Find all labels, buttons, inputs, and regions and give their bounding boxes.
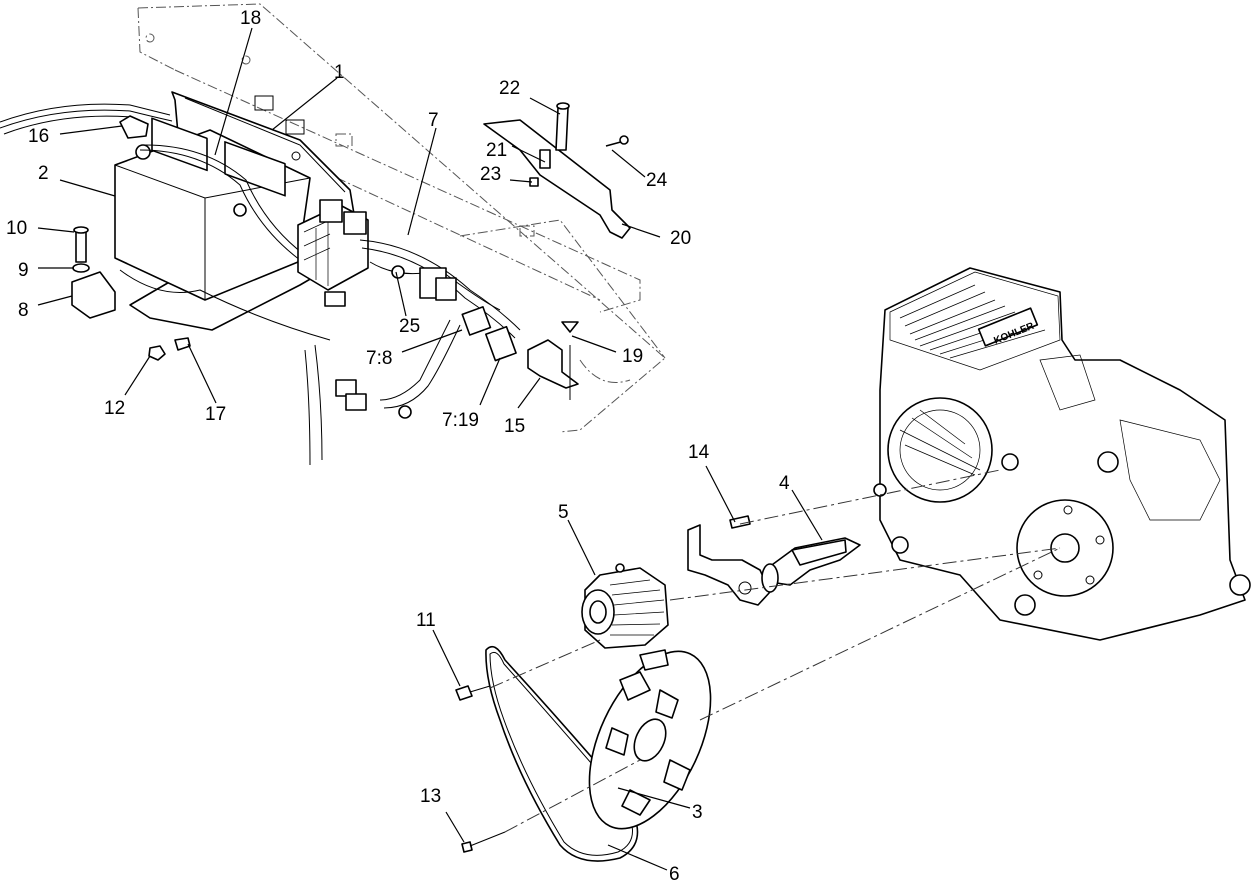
battery-hold-down: [71, 115, 191, 361]
callout-12: 12: [104, 398, 125, 419]
callout-16: 16: [28, 126, 49, 147]
callout-7: 7: [428, 110, 439, 131]
callout-23: 23: [480, 164, 501, 185]
callout-18: 18: [240, 8, 261, 29]
wire-harness: [324, 239, 521, 419]
callout-6: 6: [669, 864, 680, 885]
engine: KOHLER: [873, 267, 1251, 641]
callout-22: 22: [499, 78, 520, 99]
callout-24: 24: [646, 170, 668, 191]
callout-7-8: 7:8: [366, 348, 392, 369]
callout-4: 4: [779, 473, 790, 494]
callout-1: 1: [334, 62, 345, 83]
callout-19: 19: [622, 346, 643, 367]
alternator: [581, 563, 669, 649]
pulley: [588, 649, 712, 830]
fasteners: [455, 685, 506, 853]
callout-25: 25: [399, 316, 420, 337]
callout-2: 2: [38, 163, 49, 184]
callout-20: 20: [670, 228, 691, 249]
callout-17: 17: [205, 404, 226, 425]
callout-3: 3: [692, 802, 703, 823]
callout-13: 13: [420, 786, 441, 807]
assembly-centerlines: [489, 469, 1061, 833]
battery-cables: [0, 103, 331, 466]
callout-15: 15: [504, 416, 525, 437]
frame-rail-phantom: [137, 3, 666, 433]
callout-8: 8: [18, 300, 29, 321]
callout-11: 11: [416, 610, 436, 631]
callout-labels: 1 2 3 4 5 6 7 7:8 7:19 8 9 10 11 12 13 1…: [6, 8, 790, 885]
callout-14: 14: [688, 442, 710, 463]
callout-10: 10: [6, 218, 27, 239]
callout-5: 5: [558, 502, 569, 523]
switch-bracket: [483, 102, 631, 239]
leader-lines: [37, 27, 823, 871]
battery: [114, 117, 311, 301]
alternator-bracket: [761, 537, 861, 593]
fuse-relay-block: [297, 199, 369, 291]
callout-21: 21: [486, 140, 507, 161]
seat-switch: [527, 321, 579, 400]
callout-7-19: 7:19: [442, 410, 479, 431]
callout-9: 9: [18, 260, 29, 281]
